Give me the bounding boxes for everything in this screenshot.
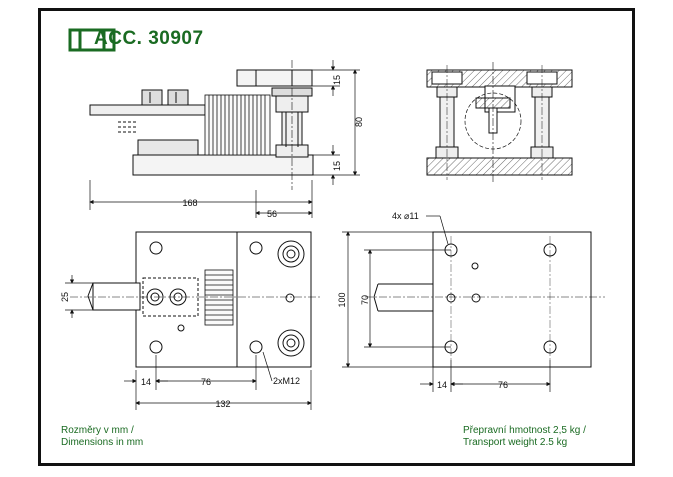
- weight-note: Přepravní hmotnost 2,5 kg / Transport we…: [463, 425, 586, 448]
- dim-base-inner-height: 70: [360, 295, 370, 305]
- accessory-bracket-logo-icon: [68, 28, 116, 52]
- dim-height: 80: [354, 117, 364, 127]
- dim-plan-hole-spacing: 76: [201, 377, 211, 387]
- dim-arm-width: 25: [60, 292, 70, 302]
- plan-view: [70, 231, 320, 368]
- dim-base-outer-height: 100: [337, 292, 347, 307]
- section-view: [426, 62, 573, 182]
- side-view: [89, 60, 314, 190]
- dimensions-note: Rozměry v mm / Dimensions in mm: [61, 425, 143, 448]
- weight-note-line2: Transport weight 2.5 kg: [463, 436, 568, 448]
- dimensions-note-line2: Dimensions in mm: [61, 436, 144, 448]
- dimensions-note-line1: Rozměry v mm /: [61, 425, 134, 436]
- dim-base-left-offset: 14: [437, 380, 447, 390]
- dim-top-plate: 15: [332, 75, 342, 85]
- dim-bottom-plate: 15: [332, 161, 342, 171]
- dim-total-length: 168: [182, 198, 197, 208]
- base-plate-view: [365, 231, 605, 368]
- dim-base-hole-spacing: 76: [498, 380, 508, 390]
- hole-callout: 4x ⌀11: [392, 211, 419, 221]
- dim-tail: 56: [267, 209, 277, 219]
- product-title: ACC. 30907: [94, 28, 204, 49]
- dim-plan-left-offset: 14: [141, 377, 151, 387]
- dim-plan-overall: 132: [215, 399, 230, 409]
- weight-note-line1: Přepravní hmotnost 2,5 kg /: [463, 425, 586, 436]
- thread-callout: 2xM12: [273, 376, 300, 386]
